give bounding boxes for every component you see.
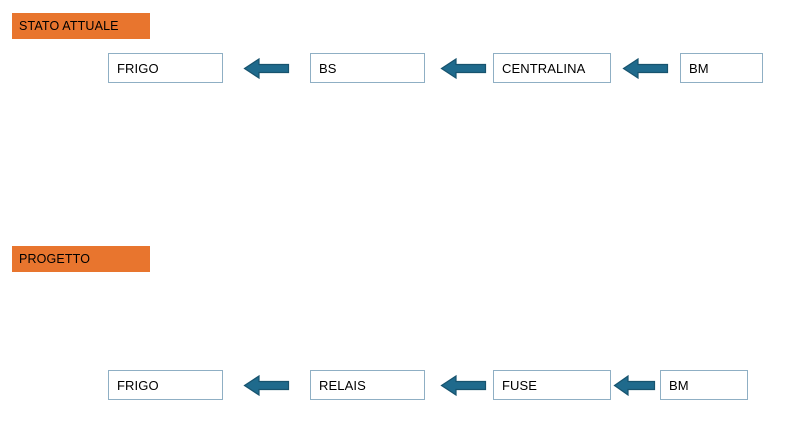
node-label: FUSE [502,377,538,393]
arrow-bm-to-fuse-icon [613,374,656,397]
node-box-centralina[interactable]: CENTRALINA [493,53,611,83]
flow-row-progetto: FRIGO RELAIS FUSE BM [0,370,800,404]
node-box-fuse[interactable]: FUSE [493,370,611,400]
node-label: RELAIS [319,377,366,393]
node-label: BM [669,377,689,393]
node-box-bm-progetto[interactable]: BM [660,370,748,400]
arrow-relais-to-frigo-icon [243,374,290,397]
node-box-relais[interactable]: RELAIS [310,370,425,400]
node-label: FRIGO [117,60,159,76]
flow-row-stato-attuale: FRIGO BS CENTRALINA BM [0,53,800,87]
node-label: BM [689,60,709,76]
arrow-centralina-to-bs-icon [440,57,487,80]
arrow-bm-to-centralina-icon [622,57,669,80]
section-banner-progetto: PROGETTO [12,246,150,272]
section-banner-label: PROGETTO [19,251,91,266]
node-box-frigo-stato[interactable]: FRIGO [108,53,223,83]
arrow-fuse-to-relais-icon [440,374,487,397]
node-box-bm-stato[interactable]: BM [680,53,763,83]
arrow-bs-to-frigo-icon [243,57,290,80]
section-banner-label: STATO ATTUALE [19,18,119,33]
node-box-bs[interactable]: BS [310,53,425,83]
node-label: CENTRALINA [502,60,586,76]
node-label: FRIGO [117,377,159,393]
section-banner-stato-attuale: STATO ATTUALE [12,13,150,39]
node-label: BS [319,60,337,76]
node-box-frigo-progetto[interactable]: FRIGO [108,370,223,400]
